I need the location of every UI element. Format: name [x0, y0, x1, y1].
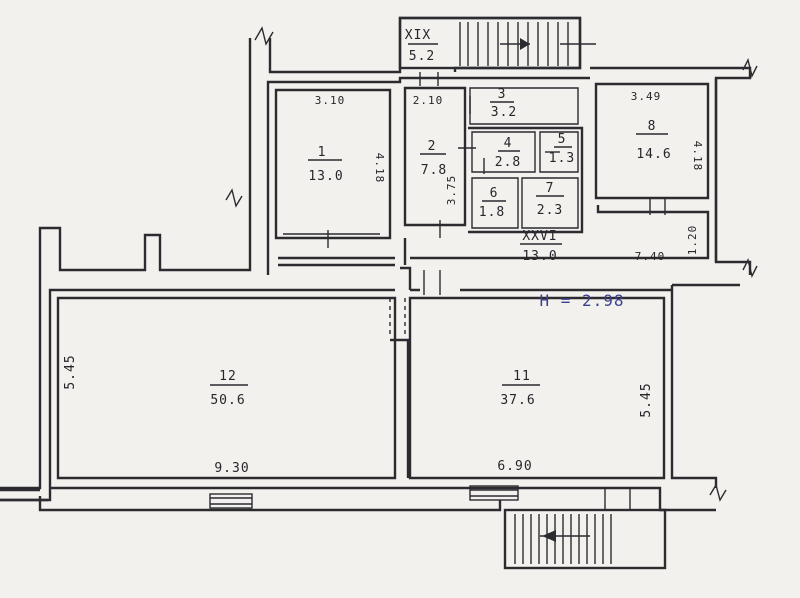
- walls: [0, 16, 752, 512]
- stairs-bottom: [503, 508, 667, 570]
- room-11-area: 37.6: [500, 393, 535, 408]
- room-3-area: 3.2: [491, 105, 517, 120]
- room-6-area: 1.8: [479, 205, 505, 220]
- room-3-number: 3: [498, 87, 507, 102]
- room-xix-area: 5.2: [409, 49, 435, 64]
- room-xxvi-number: XXVI: [522, 229, 557, 244]
- room-6-number: 6: [490, 186, 499, 201]
- dim-room12-width: 9.30: [214, 461, 249, 476]
- room-5-number: 5: [558, 132, 567, 147]
- dim-room1-depth: 4.18: [373, 153, 386, 184]
- room-4-area: 2.8: [495, 155, 521, 170]
- dim-corridor-width: 1.20: [686, 225, 699, 256]
- dim-room12-depth: 5.45: [63, 354, 78, 389]
- room-12-area: 50.6: [210, 393, 245, 408]
- room-7-area: 2.3: [537, 203, 563, 218]
- room-12-number: 12: [219, 369, 237, 384]
- room-1-area: 13.0: [308, 169, 343, 184]
- room-4-number: 4: [504, 136, 513, 151]
- room-2-number: 2: [428, 139, 437, 154]
- dim-corridor-length: 7.40: [635, 250, 666, 263]
- dim-room8-width: 3.49: [631, 90, 662, 103]
- stairs-top: [398, 16, 596, 86]
- room-1-number: 1: [318, 145, 327, 160]
- room-xxvi-area: 13.0: [522, 249, 557, 264]
- dim-room11-width: 6.90: [497, 459, 532, 474]
- openings: [209, 26, 758, 510]
- dim-room1-width: 3.10: [315, 94, 346, 107]
- room-xix-number: XIX: [405, 28, 431, 43]
- room-8-area: 14.6: [636, 147, 671, 162]
- room-7-number: 7: [546, 181, 555, 196]
- room-labels: XIX 5.2 1 13.0 2 7.8 3 3.2 4 2.8 5 1.3 6…: [210, 28, 671, 408]
- dim-room2-width: 2.10: [413, 94, 444, 107]
- dim-room8-depth: 4.18: [691, 141, 704, 172]
- room-11-number: 11: [513, 369, 531, 384]
- dimension-labels: 3.10 4.18 2.10 3.75 3.49 4.18 7.40 1.20 …: [63, 90, 704, 476]
- dim-room11-depth: 5.45: [639, 382, 654, 417]
- room-8-number: 8: [648, 119, 657, 134]
- room-5-area: 1.3: [549, 151, 575, 166]
- ceiling-height-note: H = 2.98: [539, 291, 624, 310]
- dim-room2-depth: 3.75: [445, 175, 458, 206]
- room-2-area: 7.8: [421, 163, 447, 178]
